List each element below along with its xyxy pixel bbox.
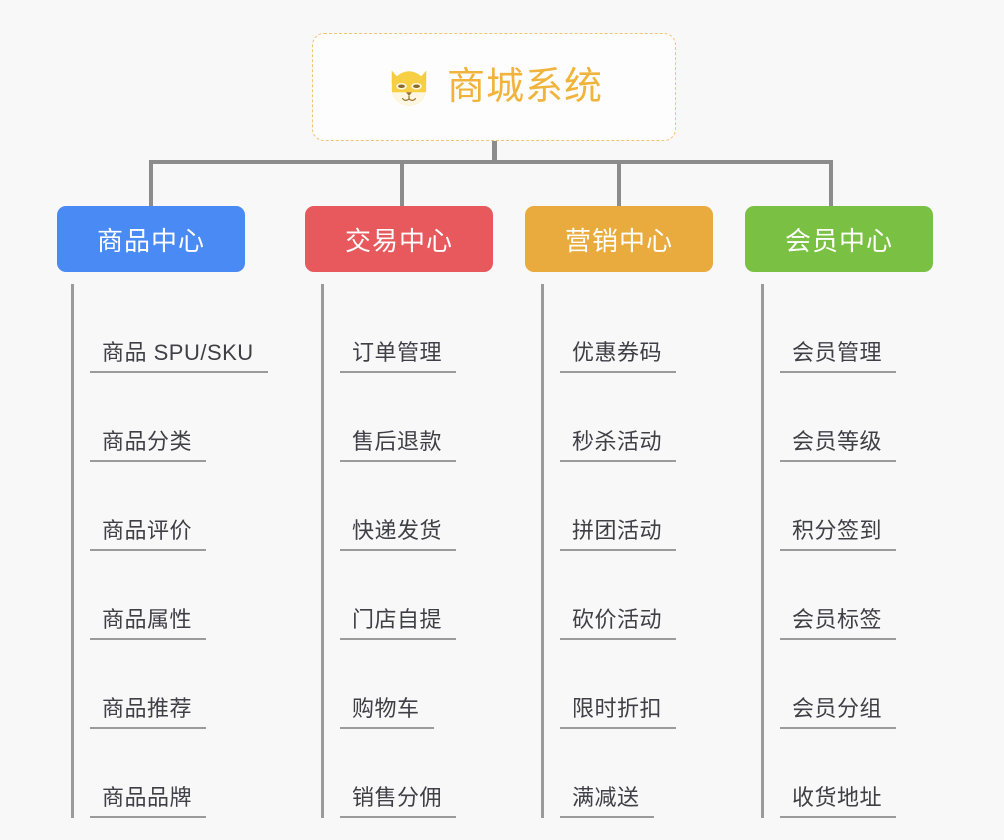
branch-column-1: 商品中心 商品 SPU/SKU 商品分类 商品评价 商品属性 商品推荐 商品品牌 (57, 206, 332, 818)
branch-header-label: 商品中心 (96, 225, 205, 256)
branch-column-3: 营销中心 优惠券码 秒杀活动 拼团活动 砍价活动 限时折扣 满减送 (525, 206, 760, 818)
list-item-label: 购物车 (340, 696, 434, 729)
list-item[interactable]: 优惠券码 (560, 284, 677, 373)
branch-items-2: 订单管理 售后退款 快递发货 门店自提 购物车 销售分佣 (321, 284, 457, 818)
list-item-label: 会员管理 (780, 340, 897, 373)
list-item[interactable]: 快递发货 (340, 462, 457, 551)
list-item[interactable]: 秒杀活动 (560, 373, 677, 462)
list-item[interactable]: 会员标签 (780, 551, 897, 640)
branch-header-2[interactable]: 交易中心 (305, 206, 493, 272)
list-item-label: 商品品牌 (90, 785, 207, 818)
branch-column-2: 交易中心 订单管理 售后退款 快递发货 门店自提 购物车 销售分佣 (305, 206, 550, 818)
list-item[interactable]: 商品推荐 (90, 640, 268, 729)
list-item[interactable]: 购物车 (340, 640, 456, 729)
list-item-label: 满减送 (560, 785, 654, 818)
branch-header-4[interactable]: 会员中心 (745, 206, 933, 272)
branch-items-4: 会员管理 会员等级 积分签到 会员标签 会员分组 收货地址 (761, 284, 897, 818)
list-item-label: 积分签到 (780, 518, 897, 551)
list-item[interactable]: 商品评价 (90, 462, 268, 551)
branch-items-1: 商品 SPU/SKU 商品分类 商品评价 商品属性 商品推荐 商品品牌 (71, 284, 268, 818)
list-item[interactable]: 会员管理 (780, 284, 897, 373)
list-item[interactable]: 限时折扣 (560, 640, 677, 729)
branch-header-label: 营销中心 (564, 225, 673, 256)
branch-header-3[interactable]: 营销中心 (525, 206, 713, 272)
connector-drop-1 (149, 160, 153, 206)
list-item-label: 商品推荐 (90, 696, 207, 729)
list-item-label: 会员等级 (780, 429, 897, 462)
connector-drop-3 (617, 160, 621, 206)
list-item[interactable]: 满减送 (560, 729, 676, 818)
list-item-label: 售后退款 (340, 429, 457, 462)
list-item-label: 订单管理 (340, 340, 457, 373)
list-item-label: 限时折扣 (560, 696, 677, 729)
list-item[interactable]: 会员分组 (780, 640, 897, 729)
list-item[interactable]: 商品属性 (90, 551, 268, 640)
list-item[interactable]: 门店自提 (340, 551, 457, 640)
list-item-label: 商品 SPU/SKU (90, 340, 268, 373)
list-item[interactable]: 商品分类 (90, 373, 268, 462)
list-item-label: 商品评价 (90, 518, 207, 551)
list-item[interactable]: 拼团活动 (560, 462, 677, 551)
list-item-label: 商品分类 (90, 429, 207, 462)
branch-column-4: 会员中心 会员管理 会员等级 积分签到 会员标签 会员分组 收货地址 (745, 206, 985, 818)
list-item[interactable]: 会员等级 (780, 373, 897, 462)
branch-header-label: 交易中心 (344, 225, 453, 256)
list-item-label: 门店自提 (340, 607, 457, 640)
list-item-label: 快递发货 (340, 518, 457, 551)
branch-header-1[interactable]: 商品中心 (57, 206, 245, 272)
list-item[interactable]: 砍价活动 (560, 551, 677, 640)
list-item-label: 拼团活动 (560, 518, 677, 551)
list-item[interactable]: 销售分佣 (340, 729, 457, 818)
connector-drop-4 (829, 160, 833, 206)
list-item[interactable]: 收货地址 (780, 729, 897, 818)
list-item[interactable]: 订单管理 (340, 284, 457, 373)
branch-header-label: 会员中心 (784, 225, 893, 256)
list-item[interactable]: 售后退款 (340, 373, 457, 462)
list-item[interactable]: 商品品牌 (90, 729, 268, 818)
branch-items-3: 优惠券码 秒杀活动 拼团活动 砍价活动 限时折扣 满减送 (541, 284, 677, 818)
list-item-label: 优惠券码 (560, 340, 677, 373)
list-item-label: 商品属性 (90, 607, 207, 640)
list-item-label: 秒杀活动 (560, 429, 677, 462)
root-node[interactable]: 商城系统 (312, 33, 676, 141)
list-item-label: 收货地址 (780, 785, 897, 818)
list-item-label: 砍价活动 (560, 607, 677, 640)
connector-stem (492, 141, 497, 163)
list-item-label: 销售分佣 (340, 785, 457, 818)
list-item-label: 会员分组 (780, 696, 897, 729)
dog-face-icon (391, 70, 427, 106)
list-item[interactable]: 积分签到 (780, 462, 897, 551)
root-title: 商城系统 (446, 66, 603, 108)
list-item-label: 会员标签 (780, 607, 897, 640)
list-item[interactable]: 商品 SPU/SKU (90, 284, 268, 373)
connector-drop-2 (400, 160, 404, 206)
connector-bus (149, 160, 833, 164)
